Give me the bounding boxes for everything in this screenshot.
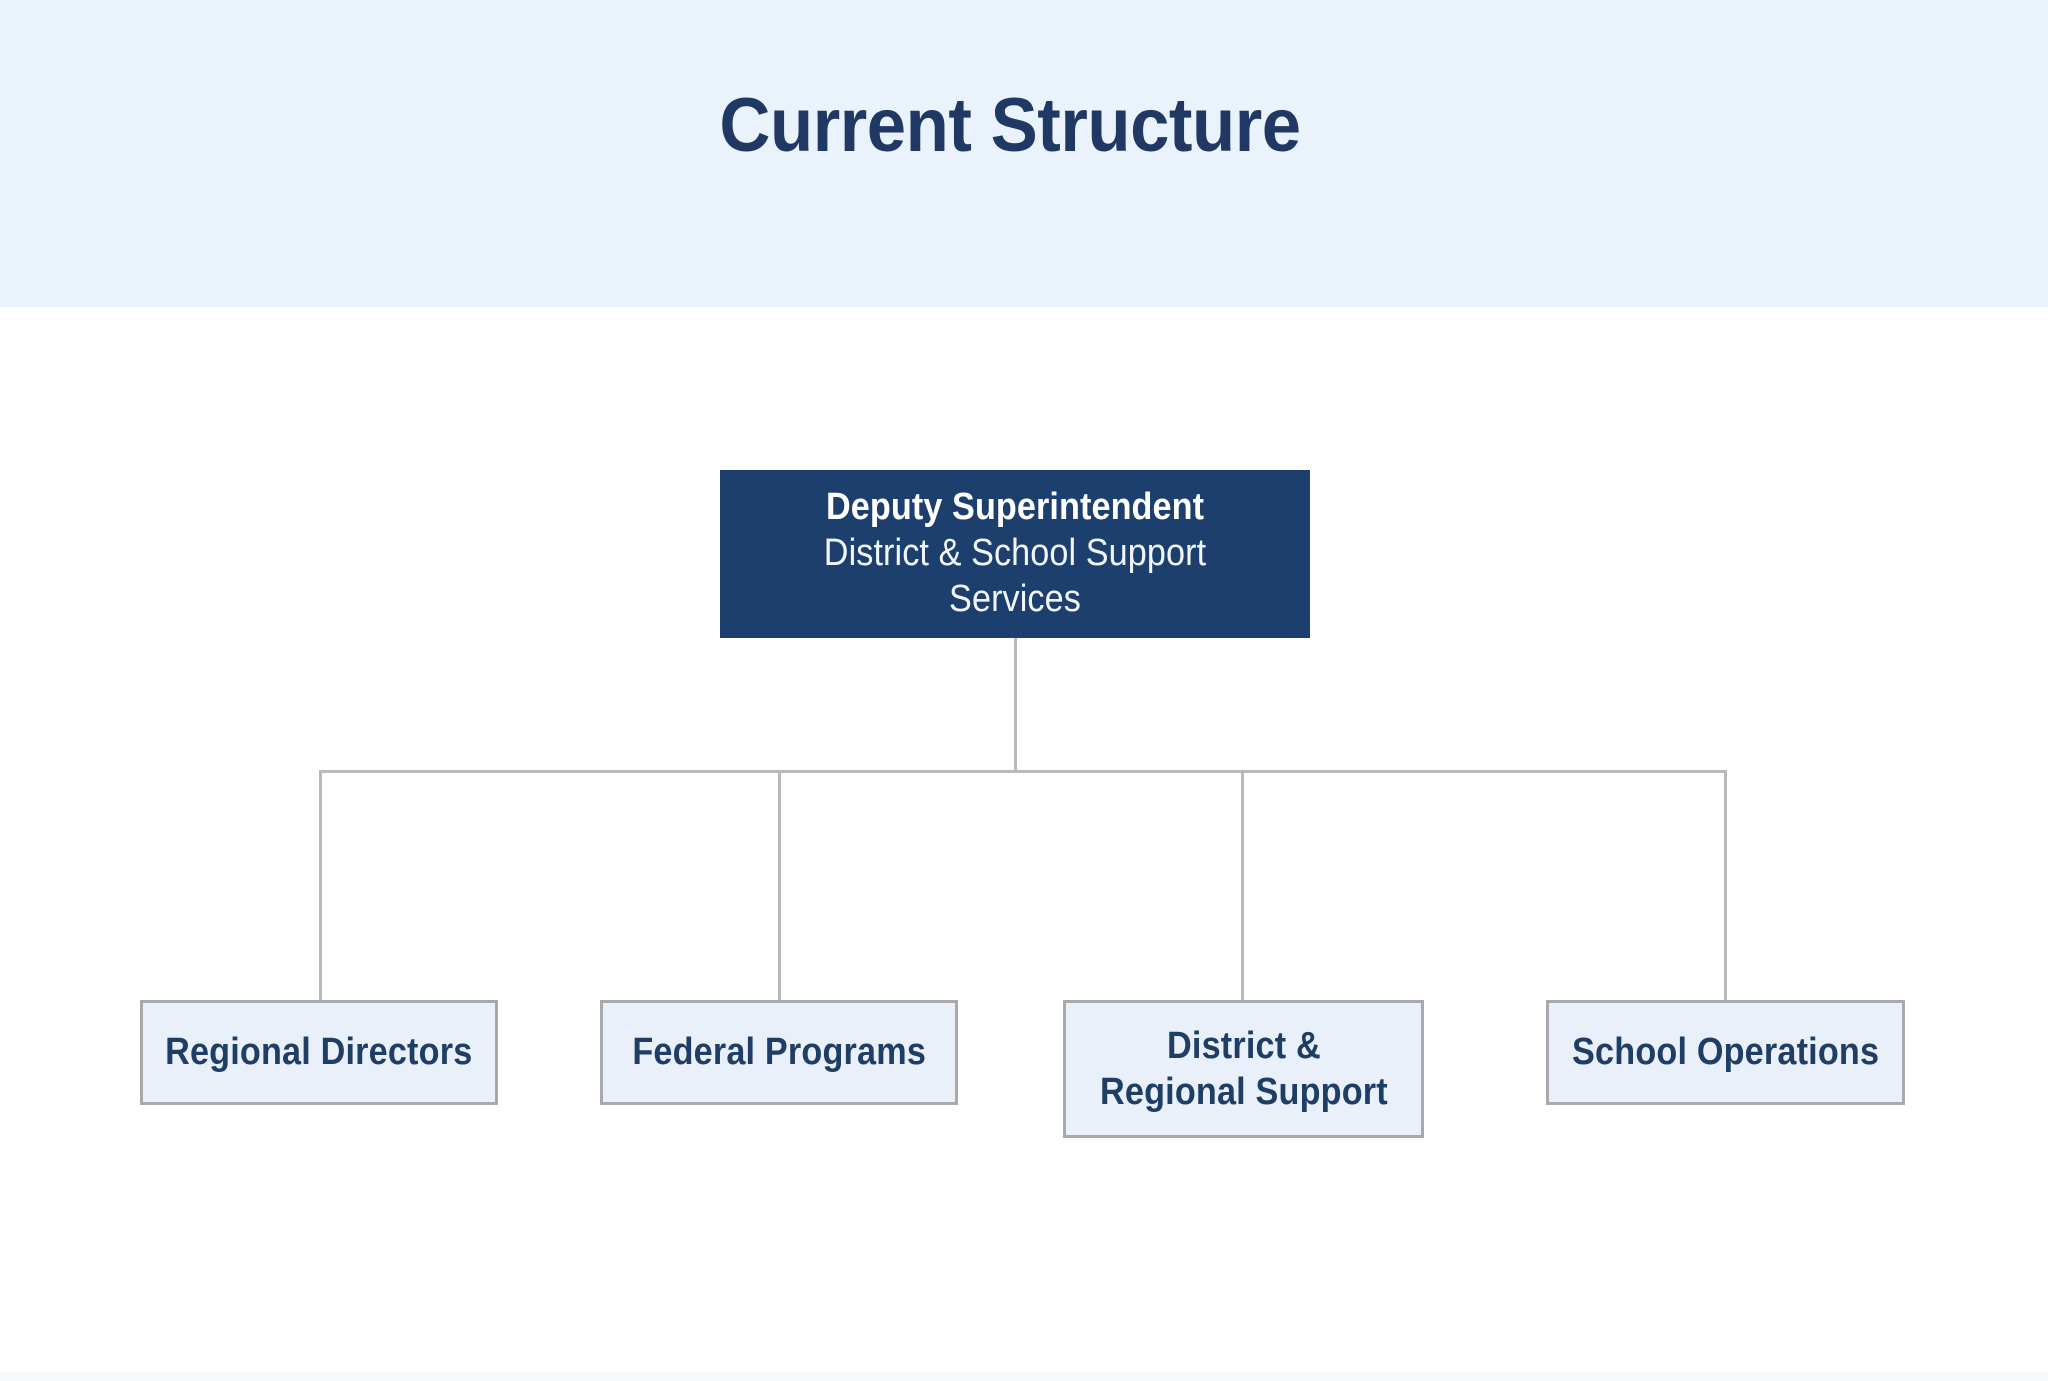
org-node-federal-programs[interactable]: Federal Programs [600, 1000, 958, 1105]
org-node-district-regional-support[interactable]: District & Regional Support [1063, 1000, 1424, 1138]
bottom-edge-strip [0, 1372, 2048, 1381]
header-band: Current Structure [0, 0, 2048, 307]
org-node-label: Regional Directors [165, 1031, 473, 1074]
org-node-regional-directors[interactable]: Regional Directors [140, 1000, 498, 1105]
connector-drop-district-regional-support [1241, 770, 1244, 1002]
connector-root-stem [1014, 638, 1017, 773]
connector-drop-federal-programs [778, 770, 781, 1002]
org-node-root-title: Deputy Superintendent [825, 486, 1205, 529]
connector-drop-regional-directors [319, 770, 322, 1002]
page-title: Current Structure [719, 83, 1301, 168]
org-node-root-subtitle: District & School Support Services [823, 532, 1207, 621]
org-node-label: Federal Programs [632, 1031, 926, 1074]
org-node-label: School Operations [1571, 1031, 1880, 1074]
org-node-school-operations[interactable]: School Operations [1546, 1000, 1905, 1105]
org-chart-canvas [0, 307, 2048, 1381]
org-node-deputy-superintendent[interactable]: Deputy Superintendent District & School … [720, 470, 1310, 638]
org-node-label: District & Regional Support [1099, 1024, 1388, 1113]
connector-horizontal-bus [319, 770, 1727, 773]
connector-drop-school-operations [1724, 770, 1727, 1002]
